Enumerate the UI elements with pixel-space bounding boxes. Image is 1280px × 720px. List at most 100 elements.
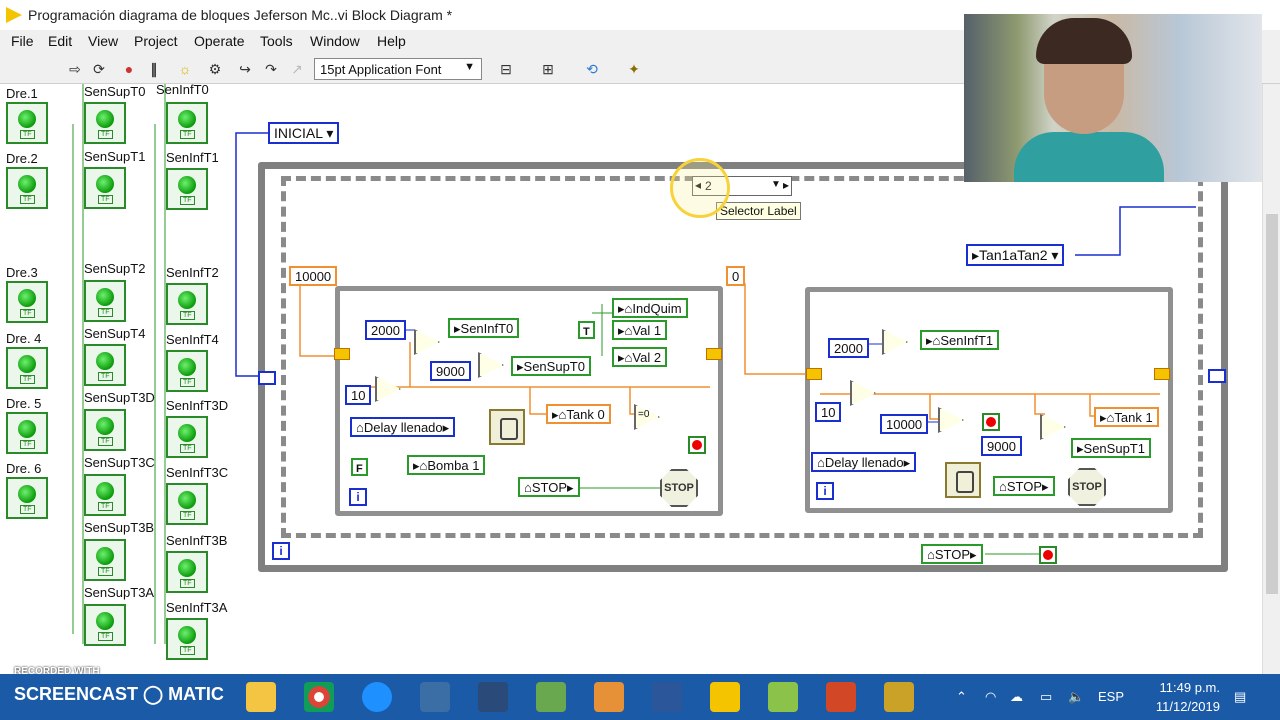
wait-ms-node-left[interactable] [489, 409, 525, 445]
led-indicator-sensupt3c[interactable] [84, 474, 126, 516]
const-9000-right[interactable]: 9000 [981, 436, 1022, 456]
volume-icon[interactable]: 🔈 [1068, 689, 1085, 704]
chrome-icon[interactable] [304, 682, 334, 712]
wait-ms-node-right[interactable] [945, 462, 981, 498]
word-icon[interactable] [652, 682, 682, 712]
led-indicator-dre1[interactable] [6, 102, 48, 144]
local-sensupt1[interactable]: ▸SenSupT1 [1071, 438, 1151, 458]
menu-help[interactable]: Help [377, 33, 406, 49]
const-false[interactable]: F [351, 458, 368, 476]
boolean-indicator-left[interactable] [688, 436, 706, 454]
retain-wire-values-icon[interactable]: ⚙ [208, 61, 222, 77]
reorder-icon[interactable]: ⟲ [586, 61, 598, 77]
led-indicator-dre3[interactable] [6, 281, 48, 323]
tray-chevron-up-icon[interactable]: ⌃ [956, 689, 967, 704]
cloud-icon[interactable]: ☁ [1010, 689, 1023, 704]
clock[interactable]: 11:49 p.m. 11/12/2019 [1140, 678, 1220, 716]
led-indicator-seninft4[interactable] [166, 350, 208, 392]
battery-icon[interactable]: ▭ [1040, 689, 1053, 704]
const-10-left[interactable]: 10 [345, 385, 372, 405]
menu-view[interactable]: View [88, 33, 119, 49]
menu-project[interactable]: Project [134, 33, 178, 49]
led-indicator-sensupt2[interactable] [84, 280, 126, 322]
local-seninft1[interactable]: ▸⌂SenInfT1 [920, 330, 1000, 350]
menu-operate[interactable]: Operate [194, 33, 245, 49]
labview-taskbar-icon[interactable] [710, 682, 740, 712]
inner-while-loop-left[interactable] [335, 286, 723, 516]
led-indicator-dre6[interactable] [6, 477, 48, 519]
led-indicator-sensupt3a[interactable] [84, 604, 126, 646]
run-arrow-icon[interactable]: ⇨ [69, 61, 81, 77]
led-indicator-sensupt3d[interactable] [84, 409, 126, 451]
highlight-execution-icon[interactable]: ☼ [178, 61, 192, 77]
local-stop-right[interactable]: ⌂STOP▸ [993, 476, 1055, 496]
block-diagram-canvas[interactable]: Dre.1 Dre.2 Dre.3 Dre. 4 Dre. 5 Dre. 6 S… [0, 84, 1262, 674]
local-val2[interactable]: ▸⌂Val 2 [612, 347, 668, 367]
const-10000-right[interactable]: 10000 [880, 414, 929, 434]
shift-register-inner-right-out[interactable] [1154, 368, 1170, 380]
led-indicator-seninft3a[interactable] [166, 618, 208, 660]
powerpoint-icon[interactable] [826, 682, 856, 712]
notifications-icon[interactable]: ▤ [1234, 689, 1247, 704]
menu-file[interactable]: File [11, 33, 34, 49]
local-stop-outer[interactable]: ⌂STOP▸ [921, 544, 983, 564]
led-indicator-dre2[interactable] [6, 167, 48, 209]
language-indicator[interactable]: ESP [1098, 689, 1125, 704]
app-icon-2[interactable] [478, 682, 508, 712]
local-indquim[interactable]: ▸⌂IndQuim [612, 298, 688, 318]
step-over-icon[interactable]: ↷ [265, 61, 277, 77]
app-icon-1[interactable] [420, 682, 450, 712]
shift-register-inner-left-out[interactable] [706, 348, 722, 360]
skype-icon[interactable] [362, 682, 392, 712]
stop-condition-left[interactable]: STOP [660, 469, 698, 507]
enum-constant-tan1atan2[interactable]: ▸Tan1aTan2 ▾ [966, 244, 1065, 266]
const-2000-left[interactable]: 2000 [365, 320, 406, 340]
const-true[interactable]: T [578, 321, 595, 339]
led-indicator-dre5[interactable] [6, 412, 48, 454]
led-indicator-seninft3c[interactable] [166, 483, 208, 525]
scrollbar-thumb[interactable] [1266, 214, 1278, 594]
file-explorer-icon[interactable] [246, 682, 276, 712]
led-indicator-seninft2[interactable] [166, 283, 208, 325]
vertical-scrollbar[interactable] [1262, 84, 1280, 674]
led-indicator-sensupt4[interactable] [84, 344, 126, 386]
shift-register-inner-left-in[interactable] [334, 348, 350, 360]
step-out-icon[interactable]: ↗ [291, 61, 303, 77]
menu-window[interactable]: Window [310, 33, 360, 49]
local-delay-llenado-left[interactable]: ⌂Delay llenado▸ [350, 417, 456, 437]
run-continuously-icon[interactable]: ⟳ [93, 61, 105, 77]
cleanup-diagram-icon[interactable]: ✦ [628, 61, 640, 77]
const-9000-left[interactable]: 9000 [430, 361, 471, 381]
enum-constant-inicial[interactable]: INICIAL ▾ [268, 122, 340, 144]
local-seninft0[interactable]: ▸SenInfT0 [448, 318, 520, 338]
font-selector[interactable]: 15pt Application Font ▼ [314, 58, 482, 80]
local-bomba1[interactable]: ▸⌂Bomba 1 [407, 455, 486, 475]
app-icon-3[interactable] [536, 682, 566, 712]
const-2000-right[interactable]: 2000 [828, 338, 869, 358]
shift-register-right[interactable] [1208, 369, 1226, 383]
outer-while-loop[interactable] [258, 162, 1228, 572]
inner-while-loop-right[interactable] [805, 287, 1173, 513]
shift-register-left[interactable] [258, 371, 276, 385]
led-indicator-seninft3b[interactable] [166, 551, 208, 593]
stop-indicator-outer[interactable] [1039, 546, 1057, 564]
const-10000-left[interactable]: 10000 [289, 266, 338, 286]
media-player-icon[interactable] [594, 682, 624, 712]
led-indicator-sensupt0[interactable] [84, 102, 126, 144]
local-val1[interactable]: ▸⌂Val 1 [612, 320, 668, 340]
distribute-objects-icon[interactable]: ⊞ [542, 61, 554, 77]
step-into-icon[interactable]: ↪ [239, 61, 251, 77]
stop-condition-right[interactable]: STOP [1068, 468, 1106, 506]
led-indicator-seninft1[interactable] [166, 168, 208, 210]
local-delay-llenado-right[interactable]: ⌂Delay llenado▸ [811, 452, 917, 472]
local-tank1[interactable]: ▸⌂Tank 1 [1094, 407, 1159, 427]
led-indicator-seninft3d[interactable] [166, 416, 208, 458]
led-indicator-dre4[interactable] [6, 347, 48, 389]
local-tank0[interactable]: ▸⌂Tank 0 [546, 404, 611, 424]
pause-icon[interactable]: ∥ [150, 61, 158, 77]
led-indicator-seninft0[interactable] [166, 102, 208, 144]
local-stop-left[interactable]: ⌂STOP▸ [518, 477, 580, 497]
const-10-right[interactable]: 10 [815, 402, 842, 422]
const-0-right[interactable]: 0 [726, 266, 746, 286]
app-icon-4[interactable] [884, 682, 914, 712]
